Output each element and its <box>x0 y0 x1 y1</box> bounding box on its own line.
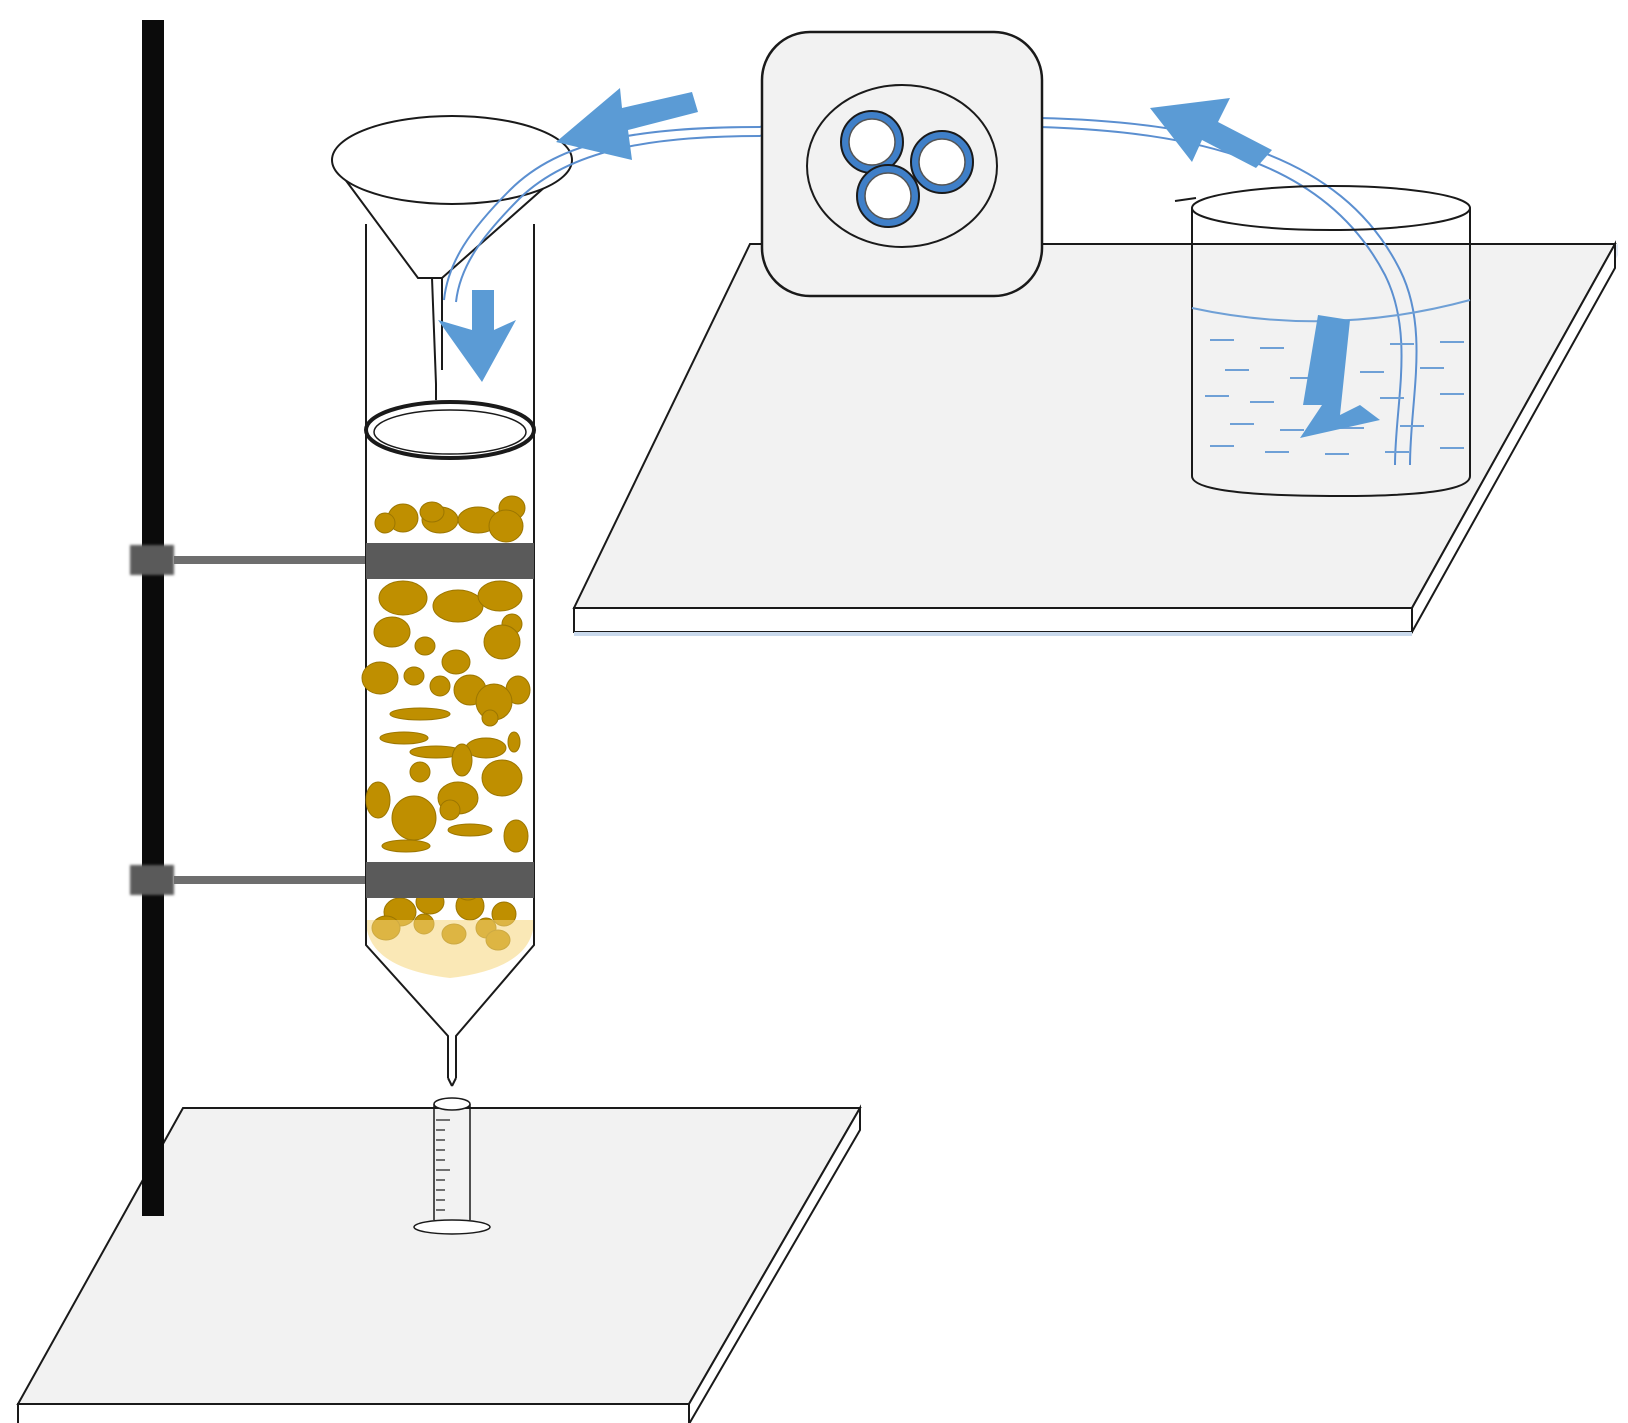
peristaltic-pump <box>760 30 1044 298</box>
funnel-drop-arrow <box>438 290 516 382</box>
soil-particle <box>361 661 399 695</box>
pump-roller-inner <box>918 138 966 186</box>
graduated-cylinder <box>413 1097 491 1235</box>
soil-column <box>361 224 536 1087</box>
soil-particle <box>419 501 445 523</box>
soil-particle <box>409 761 431 783</box>
base-plate-right <box>572 240 1618 636</box>
source-beaker <box>1174 185 1471 498</box>
soil-particle <box>378 580 428 616</box>
soil-particle <box>365 781 391 819</box>
upper-clamp <box>130 545 368 575</box>
soil-particle <box>439 799 461 821</box>
pump-inlet-arrow <box>1150 98 1272 168</box>
soil-particle <box>414 636 436 656</box>
soil-particle <box>481 709 499 727</box>
soil-particle <box>447 823 493 837</box>
soil-particle <box>441 649 471 675</box>
soil-particle <box>381 839 431 853</box>
lower-clamp <box>130 865 368 895</box>
pump-rotor <box>840 110 974 228</box>
beaker-to-pump-arrow <box>1300 315 1380 438</box>
retort-stand <box>142 20 164 1216</box>
soil-particle <box>432 589 484 623</box>
soil-particle <box>374 512 396 534</box>
soil-particle <box>403 666 425 686</box>
soil-particle <box>481 759 523 797</box>
soil-particle <box>379 731 429 745</box>
soil-particle <box>373 616 411 648</box>
base-plate-left <box>16 1104 862 1423</box>
soil-particle <box>507 731 521 753</box>
soil-particle <box>451 743 473 777</box>
pump-outlet-arrow <box>556 88 698 160</box>
soil-particle <box>429 675 451 697</box>
soil-particle <box>488 509 524 543</box>
soil-particle <box>483 624 521 660</box>
feed-funnel <box>331 115 573 400</box>
pump-roller-inner <box>848 118 896 166</box>
soil-particle <box>391 795 437 841</box>
pump-roller-inner <box>864 172 912 220</box>
flow-arrows <box>438 88 1380 438</box>
soil-particle <box>389 707 451 721</box>
soil-particle <box>503 819 529 853</box>
soil-particle <box>477 580 523 612</box>
